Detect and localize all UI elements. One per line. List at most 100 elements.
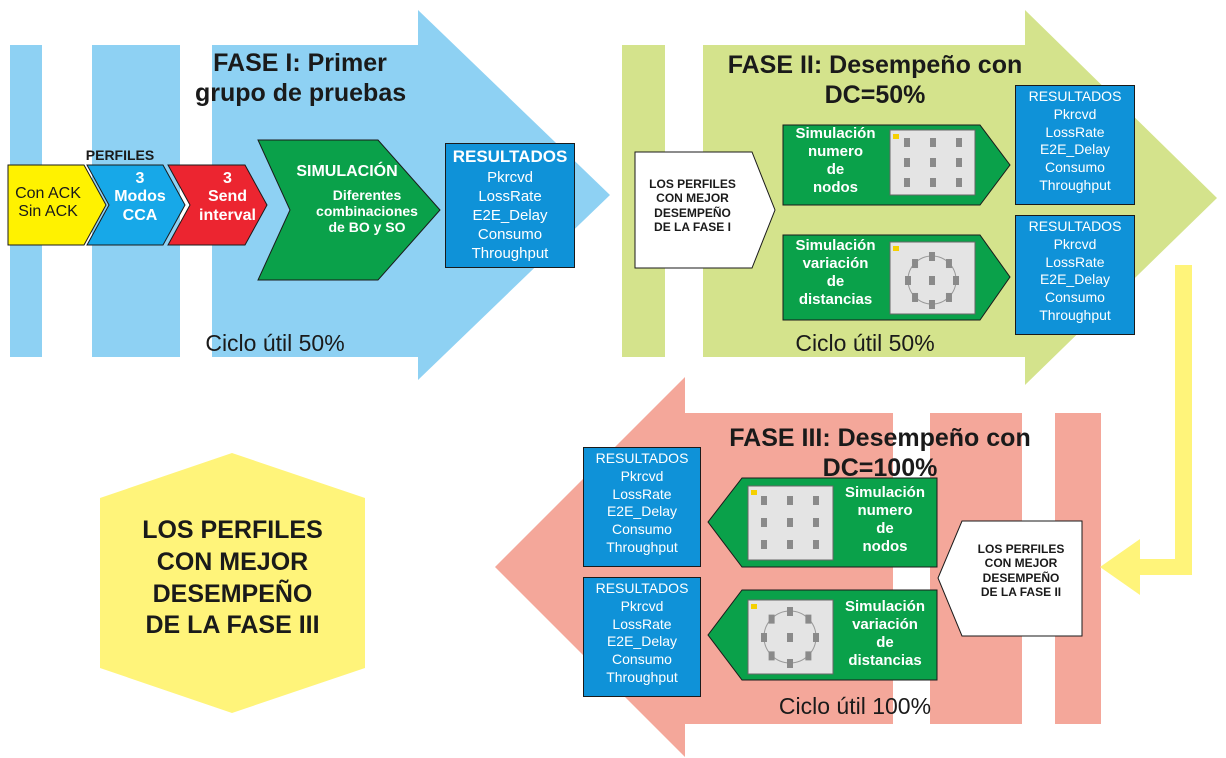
fase3-sim2-line: Simulación xyxy=(844,598,926,615)
fase3-sim1-line: de xyxy=(876,520,894,537)
node-icon xyxy=(956,158,962,167)
node-icon xyxy=(904,178,910,187)
fase3-sim2-line: de xyxy=(876,634,894,651)
fase3-sim2-text: Simulación variación de distancias xyxy=(833,598,937,670)
fase2-title-line2: DC=50% xyxy=(824,81,926,109)
node-icon xyxy=(787,496,793,505)
node-icons xyxy=(761,138,962,668)
fase2-res2-title: RESULTADOS xyxy=(1028,218,1122,234)
fase2-res1-item: E2E_Delay xyxy=(1039,141,1111,158)
fase2-res2-item: LossRate xyxy=(1045,253,1105,270)
fase3-res1-item: Pkrcvd xyxy=(620,467,664,484)
node-icon xyxy=(805,651,812,661)
fase3-sim1-text: Simulación numero de nodos xyxy=(833,484,937,556)
fase2-res2-item: E2E_Delay xyxy=(1039,271,1111,288)
fase2-perfiles-line: CON MEJOR xyxy=(656,191,729,206)
ack-chevron xyxy=(7,164,107,246)
cca-line3: CCA xyxy=(122,206,158,224)
fase1-resultados-box: RESULTADOS Pkrcvd LossRate E2E_Delay Con… xyxy=(445,143,575,268)
fase2-title: FASE II: Desempeño con DC=50% xyxy=(705,50,1045,110)
node-icon xyxy=(905,276,911,285)
send-line2: Send xyxy=(207,188,248,206)
send-chevron xyxy=(167,164,268,246)
fase2-ciclo: Ciclo útil 50% xyxy=(795,330,935,356)
fase2-perfiles-line: DESEMPEÑO xyxy=(654,205,731,220)
fase3-perfiles-text: LOS PERFILES CON MEJOR DESEMPEÑO DE LA F… xyxy=(960,542,1082,600)
ack-line2: Sin ACK xyxy=(18,203,78,221)
fase1-title-line1: FASE I: Primer xyxy=(213,49,387,77)
fase2-res1-item: Throughput xyxy=(1039,176,1111,193)
fase3-title: FASE III: Desempeño con DC=100% xyxy=(705,423,1055,483)
node-icon xyxy=(787,659,793,668)
fase3-perfiles-line: CON MEJOR xyxy=(984,556,1058,571)
fase2-title-line1: FASE II: Desempeño con xyxy=(727,51,1023,79)
cca-text: 3 Modos CCA xyxy=(105,170,175,225)
fase3-res2-item: Throughput xyxy=(606,668,678,685)
fase2-res1-item: Pkrcvd xyxy=(1053,105,1097,122)
simulacion-title: SIMULACIÓN xyxy=(296,163,398,180)
fase3-sim2-line: variación xyxy=(852,616,918,633)
fase3-title-line2: DC=100% xyxy=(822,454,938,482)
final-text: LOS PERFILES CON MEJOR DESEMPEÑO DE LA F… xyxy=(110,515,355,642)
fase2-sim1-line: de xyxy=(826,161,845,178)
fase3-perfiles-line: DE LA FASE II xyxy=(980,585,1062,600)
cca-line2: Modos xyxy=(114,188,166,206)
connector-arrow xyxy=(1100,265,1192,595)
cca-line1: 3 xyxy=(135,170,145,187)
fase2-res2-item: Consumo xyxy=(1045,289,1105,306)
node-icon xyxy=(768,614,775,624)
fase1-res-item: Pkrcvd xyxy=(487,168,533,186)
fase2-sim1-line: numero xyxy=(807,143,863,160)
fase2-sim2-line: de xyxy=(826,273,845,290)
send-text: 3 Send interval xyxy=(190,170,265,225)
fase3-resultados-box-1: RESULTADOS Pkrcvd LossRate E2E_Delay Con… xyxy=(583,447,701,567)
fase3-perfiles-line: LOS PERFILES xyxy=(977,542,1065,556)
fase3-res2-item: Pkrcvd xyxy=(620,597,664,614)
fase3-res1-item: LossRate xyxy=(612,485,672,502)
fase2-sim1-text: Simulación numero de nodos xyxy=(783,125,888,197)
node-icon xyxy=(930,178,936,187)
fase2-sim2-line: distancias xyxy=(798,291,873,308)
node-icon xyxy=(929,252,935,261)
fase2-sim1-line: nodos xyxy=(813,179,858,196)
fase3-ciclo: Ciclo útil 100% xyxy=(778,693,932,719)
fase2-sim2-line: variación xyxy=(802,255,869,272)
fase3-res2-item: E2E_Delay xyxy=(606,633,678,650)
send-line1: 3 xyxy=(223,170,232,187)
fase2-res2-item: Pkrcvd xyxy=(1053,235,1097,252)
ack-line1: Con ACK xyxy=(15,185,81,202)
node-icon xyxy=(761,496,767,505)
fase2-sim2-line: Simulación xyxy=(795,237,876,254)
final-line: DESEMPEÑO xyxy=(152,579,313,608)
simulacion-chevron xyxy=(257,139,441,281)
fase2-perfiles-line: DE LA FASE I xyxy=(654,220,731,235)
node-icon xyxy=(904,138,910,147)
node-icon xyxy=(956,178,962,187)
node-icon xyxy=(761,540,767,549)
node-icon xyxy=(945,259,952,269)
fase3-sim1-line: Simulación xyxy=(844,484,926,501)
node-icon xyxy=(805,614,812,624)
fase1-title-line2: grupo de pruebas xyxy=(195,79,407,107)
fase2-sim1-line: Simulación xyxy=(795,125,876,142)
node-icon xyxy=(813,496,819,505)
fase3-res2-item: Consumo xyxy=(612,651,672,668)
fase2-res1-title: RESULTADOS xyxy=(1028,88,1122,104)
node-icon xyxy=(813,540,819,549)
node-icon xyxy=(761,518,767,527)
fase2-res2-item: Throughput xyxy=(1039,306,1111,323)
fase3-res2-title: RESULTADOS xyxy=(595,580,689,596)
node-icon xyxy=(929,300,935,309)
fase2-res1-item: LossRate xyxy=(1045,123,1105,140)
node-icon xyxy=(768,651,775,661)
fase3-sim2-line: distancias xyxy=(848,652,922,669)
ack-text: Con ACK Sin ACK xyxy=(8,185,88,222)
fase1-title: FASE I: Primer grupo de pruebas xyxy=(195,48,407,108)
fase2-perfiles-line: LOS PERFILES xyxy=(649,177,736,191)
fase1-res-item: LossRate xyxy=(478,187,542,205)
fase3-title-line1: FASE III: Desempeño con xyxy=(729,424,1031,452)
node-icon xyxy=(930,138,936,147)
fase3-perfiles-shape xyxy=(937,520,1083,637)
node-icon xyxy=(904,158,910,167)
final-line: LOS PERFILES xyxy=(142,516,323,544)
